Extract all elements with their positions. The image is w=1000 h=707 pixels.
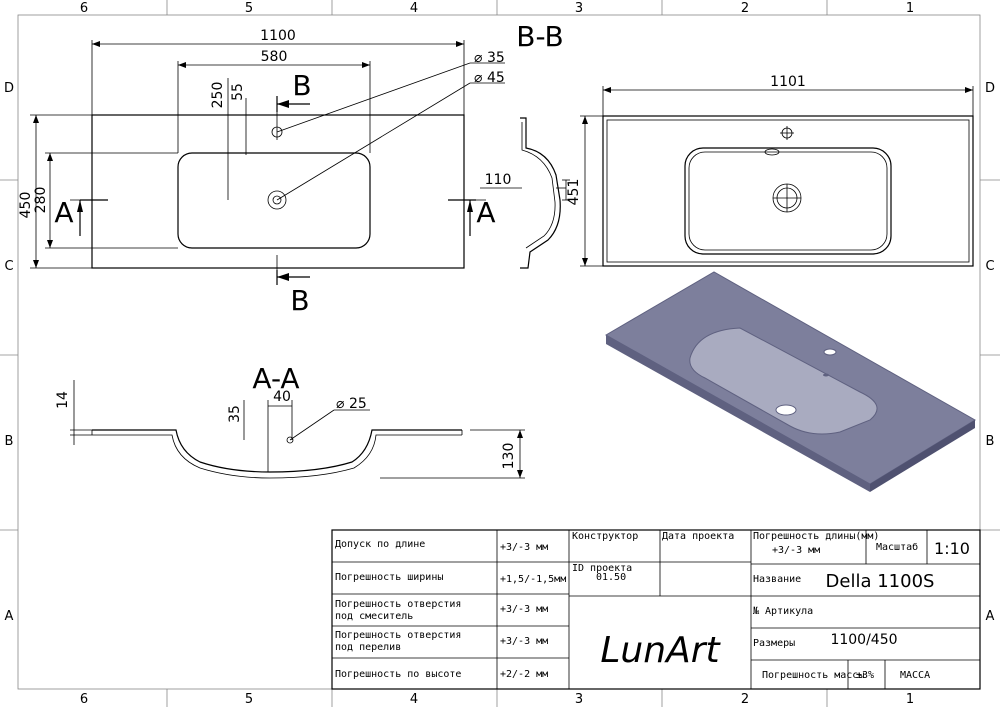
tolerance-overflow-label-1: Погрешность отверстия [335, 630, 461, 641]
scale-value: 1:10 [934, 539, 970, 558]
dim-1101: 1101 [770, 74, 806, 90]
tolerance-width-value: +1,5/-1,5мм [500, 574, 566, 585]
title-block: Допуск по длине +3/-3 мм Погрешность шир… [331, 529, 981, 690]
section-bb-profile: 110 [480, 117, 570, 269]
zone-row-c-left: C [4, 259, 13, 274]
zone-row-d-left: D [4, 81, 14, 96]
zone-labels: 6 5 4 3 2 1 6 5 4 3 2 1 D C B A D C B A [4, 1, 995, 707]
tolerance-mixer-label-2: под смеситель [335, 611, 413, 622]
cut-label-a-right: A [476, 196, 495, 229]
dim-1100: 1100 [260, 28, 296, 44]
zone-col-2-bottom: 2 [741, 692, 749, 707]
front-bowl [684, 147, 892, 255]
zone-row-d-right: D [985, 81, 995, 96]
zone-col-1-bottom: 1 [906, 692, 914, 707]
dim-280: 280 [33, 187, 49, 214]
zone-col-5-bottom: 5 [245, 692, 253, 707]
top-view: 1100 580 250 55 450 280 ⌀ 35 ⌀ 45 [18, 28, 505, 317]
zone-col-4-bottom: 4 [410, 692, 418, 707]
cut-label-b-top: B [292, 69, 311, 102]
product-name-value: Della 1100S [826, 571, 935, 592]
section-aa-title: A-A [252, 362, 299, 395]
dim-55: 55 [230, 83, 246, 101]
zone-row-c-right: C [985, 259, 994, 274]
zone-col-2-top: 2 [741, 1, 749, 16]
cut-label-b-bottom: B [290, 284, 309, 317]
zone-col-3-top: 3 [575, 1, 583, 16]
tolerance-mixer-value: +3/-3 мм [500, 604, 548, 615]
project-date-label: Дата проекта [662, 531, 734, 542]
dim-aa-130: 130 [501, 443, 517, 470]
size-value: 1100/450 [830, 632, 897, 648]
zone-col-1-top: 1 [906, 1, 914, 16]
zone-row-b-right: B [986, 434, 995, 449]
bowl-outline [177, 152, 371, 249]
render-bowl [689, 327, 878, 435]
dim-aa-35: 35 [227, 405, 243, 423]
tolerance-mixer-label-1: Погрешность отверстия [335, 599, 461, 610]
scale-label: Масштаб [876, 541, 918, 553]
tolerance-length-label: Допуск по длине [335, 539, 425, 550]
render-drain [775, 404, 797, 416]
project-id-label: ID проекта [572, 563, 632, 574]
dim-110: 110 [485, 172, 512, 188]
dim-aa-25: 25 [349, 396, 367, 412]
cut-label-a-left: A [54, 196, 73, 229]
mass-tolerance-value: ±3% [856, 670, 874, 681]
zone-col-5-top: 5 [245, 1, 253, 16]
dim-250: 250 [210, 82, 226, 109]
section-bb-title: B-B [516, 20, 564, 53]
dia-symbol-35: ⌀ [474, 50, 483, 66]
dim-aa-14: 14 [55, 391, 71, 409]
zone-row-b-left: B [5, 434, 14, 449]
dim-580: 580 [261, 49, 288, 65]
zone-col-6-bottom: 6 [80, 692, 88, 707]
render-faucet-hole [823, 348, 837, 356]
designer-label: Конструктор [572, 531, 638, 542]
zone-row-a-left: A [5, 609, 14, 624]
dim-dia-35: 35 [487, 50, 505, 66]
project-id-value: 01.50 [596, 572, 626, 583]
mass-tolerance-label: Погрешность массы [762, 670, 864, 681]
zone-col-6-top: 6 [80, 1, 88, 16]
product-name-label: Название [753, 574, 801, 585]
tolerance-length-value: +3/-3 мм [500, 542, 548, 553]
drain-hole [267, 190, 287, 210]
dim-aa-40: 40 [273, 389, 291, 405]
length-tolerance-value: +3/-3 мм [772, 545, 820, 556]
size-label: Размеры [753, 638, 795, 649]
dim-451: 451 [566, 179, 582, 206]
dim-dia-45: 45 [487, 70, 505, 86]
zone-col-4-top: 4 [410, 1, 418, 16]
dia-symbol-25: ⌀ [336, 396, 345, 412]
front-view: 1101 451 [566, 74, 974, 267]
article-label: № Артикула [753, 606, 813, 617]
tolerance-height-label: Погрешность по высоте [335, 669, 461, 680]
countertop-outline [91, 114, 465, 269]
zone-col-3-bottom: 3 [575, 692, 583, 707]
dia-symbol-45: ⌀ [474, 70, 483, 86]
sink-3d-render [604, 271, 976, 492]
dim-450: 450 [18, 192, 34, 219]
tolerance-height-value: +2/-2 мм [500, 669, 548, 680]
tolerance-overflow-value: +3/-3 мм [500, 636, 548, 647]
signature-lunart: LunArt [600, 630, 721, 671]
length-tolerance-label: Погрешность длины(мм) [753, 531, 879, 542]
zone-row-a-right: A [986, 609, 995, 624]
tolerance-overflow-label-2: под перелив [335, 642, 401, 653]
section-aa-profile: 14 40 35 ⌀ 25 130 [55, 380, 525, 479]
mass-label: МАССА [900, 670, 930, 681]
tolerance-width-label: Погрешность ширины [335, 572, 443, 583]
